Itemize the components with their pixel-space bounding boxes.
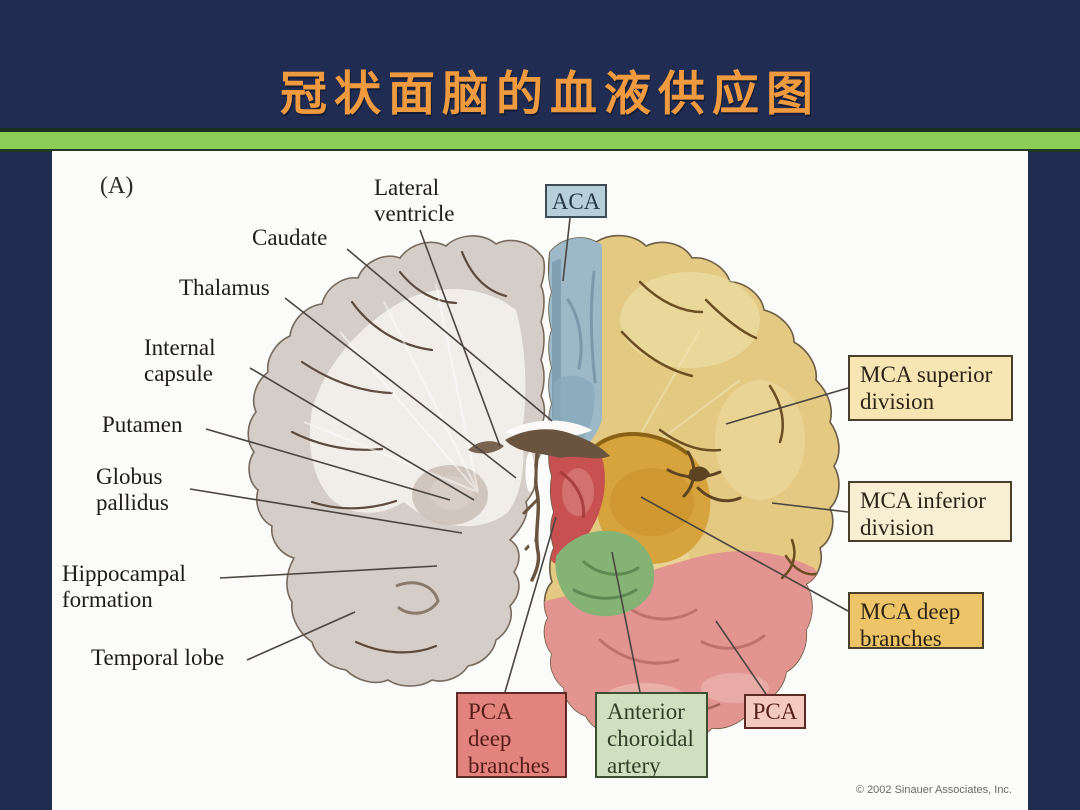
label-thalamus: Thalamus (179, 275, 270, 300)
artery-box-anterior-choroidal: Anterior choroidal artery (595, 692, 708, 778)
artery-box-mca-deep: MCA deep branches (848, 592, 984, 651)
artery-box-pca-deep: PCA deep branches (456, 692, 567, 778)
page-title: 冠状面脑的血液供应图 (280, 67, 820, 120)
label-lateral-ventricle: Lateral ventricle (374, 175, 455, 226)
artery-box-mca-inferior: MCA inferior division (848, 481, 1012, 542)
title-underline-stripe (0, 128, 1080, 152)
artery-box-pca: PCA (744, 694, 806, 729)
label-caudate: Caudate (252, 225, 328, 250)
label-globus-pallidus: Globus pallidus (96, 464, 169, 515)
panel-letter: (A) (100, 173, 134, 199)
label-putamen: Putamen (102, 412, 183, 437)
label-hippocampal-formation: Hippocampal formation (62, 561, 186, 612)
leader-lines (189, 217, 849, 695)
copyright-text: © 2002 Sinauer Associates, Inc. (855, 784, 1012, 796)
midline-structures (468, 420, 610, 582)
artery-box-aca: ACA (545, 184, 607, 218)
artery-box-mca-superior: MCA superior division (848, 355, 1013, 421)
left-hemisphere (247, 235, 546, 687)
label-internal-capsule: Internal capsule (144, 335, 216, 386)
right-hemisphere (543, 234, 840, 744)
figure-panel: (A) Lateral ventricle Caudate Thalamus I… (52, 151, 1028, 810)
label-temporal-lobe: Temporal lobe (91, 645, 225, 670)
brain-coronal-illustration (189, 217, 849, 744)
